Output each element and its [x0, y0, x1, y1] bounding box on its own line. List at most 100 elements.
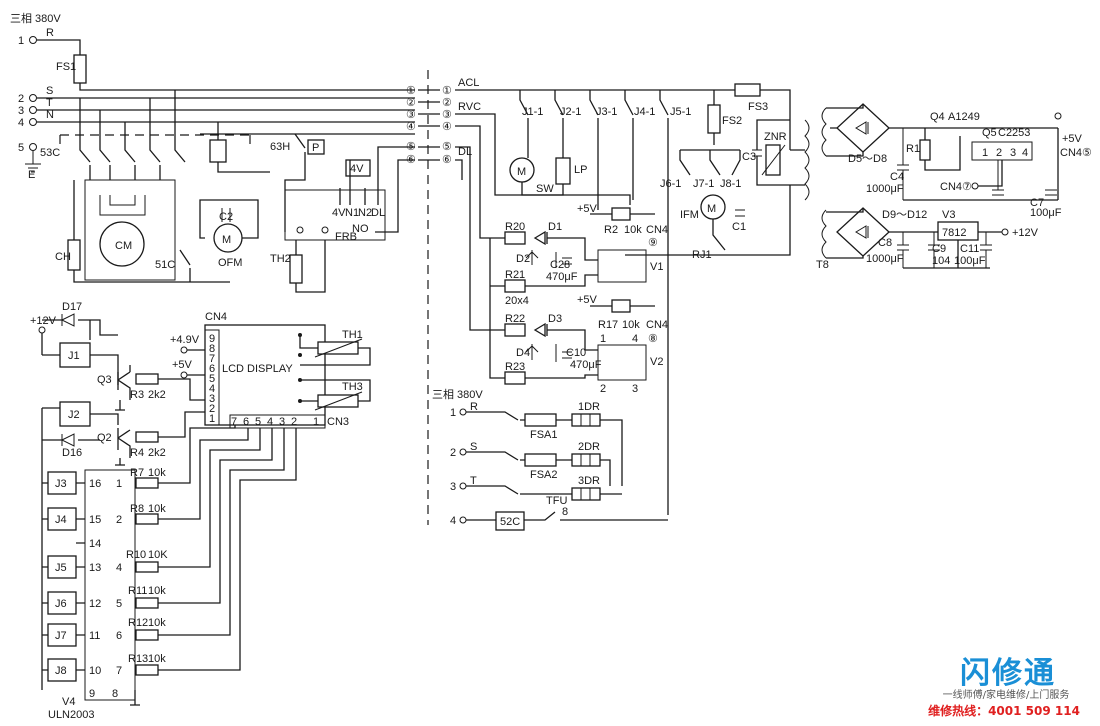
- phase-r-label: R: [46, 27, 54, 39]
- t8-label: T8: [816, 259, 829, 271]
- optocoupler-v1: [597, 249, 647, 283]
- cn4-9-num: ⑨: [648, 237, 658, 249]
- fsa1-label: FSA1: [530, 429, 558, 441]
- r4-label: R4: [130, 447, 144, 459]
- opto-pin-3: 3: [632, 383, 638, 395]
- power-input-section: 三相 380V 1 2 3 4 5 R S T N E FS1 53C: [10, 12, 415, 293]
- h63-p-label: P: [312, 142, 319, 154]
- frb-n2: N2: [358, 207, 372, 219]
- uln-pin-8: 8: [112, 688, 118, 700]
- q2-label: Q2: [97, 432, 112, 444]
- lcd-pin-2: 2: [209, 403, 215, 415]
- c28-value: 470μF: [546, 271, 578, 283]
- c10-label: C10: [566, 347, 586, 359]
- c2-label: C2: [219, 211, 233, 223]
- cn4-7-label: CN4⑦: [940, 181, 972, 193]
- control-board-section: +12V D17 J1 Q3 R3 2k2 J2 D16 Q2 R4 2k2 C…: [30, 301, 371, 721]
- r8-value: 10k: [148, 503, 166, 515]
- p12v-left: +12V: [30, 315, 57, 327]
- r13-value: 10k: [148, 653, 166, 665]
- c8-label: C8: [878, 237, 892, 249]
- phase-t-label: T: [46, 97, 53, 109]
- conn-4: ④: [406, 121, 416, 133]
- fs3-fuse: [734, 83, 761, 97]
- j8-1-label: J8-1: [720, 178, 741, 190]
- conn-1-b: ①: [442, 85, 452, 97]
- j6-label: J6: [55, 598, 67, 610]
- uln-pin-13: 13: [89, 562, 101, 574]
- conn-2: ②: [406, 97, 416, 109]
- neutral-label: N: [46, 109, 54, 121]
- terminal-2: [29, 94, 37, 102]
- b-terminal-4: 4: [450, 515, 456, 527]
- transformer-secondary-bottom: [821, 209, 827, 259]
- fsa1-fuse: [524, 413, 557, 427]
- c11-value: 100μF: [954, 255, 986, 267]
- terminal-2-num: 2: [18, 93, 24, 105]
- ofm-label: OFM: [218, 257, 242, 269]
- terminal-4: [29, 118, 37, 126]
- watermark-tagline: 一线师傅/家电维修/上门服务: [942, 690, 1070, 701]
- b-phase-r: R: [470, 401, 478, 413]
- dr3-label: 3DR: [578, 475, 600, 487]
- j7-label: J7: [55, 630, 67, 642]
- frb-no: NO: [352, 223, 369, 235]
- p5v-a: +5V: [577, 203, 598, 215]
- r2-label: R2: [604, 224, 618, 236]
- conn-6-b: ⑥: [442, 154, 452, 166]
- power-supply-section: T8 D5～D8 Q4 A1249 Q5 C2253 1 2 3 4 R1 +5…: [816, 103, 1092, 271]
- uln-pin-7: 7: [116, 665, 122, 677]
- terminal-4-num: 4: [18, 117, 24, 129]
- r22-resistor: [504, 323, 526, 337]
- dl-label: DL: [458, 146, 472, 158]
- r7-label: R7: [130, 467, 144, 479]
- r12-resistor: [135, 629, 159, 641]
- c53-label: 53C: [40, 147, 60, 159]
- terminal-3-num: 3: [18, 105, 24, 117]
- lcd-display-label: LCD DISPLAY: [222, 363, 293, 375]
- fsa2-fuse: [524, 453, 557, 467]
- h63-p-box: [307, 139, 325, 155]
- q5-label: Q5: [982, 127, 997, 139]
- tfu-label: TFU: [546, 495, 567, 507]
- c7-value: 100μF: [1030, 207, 1062, 219]
- frb-n1: N1: [345, 207, 359, 219]
- r23-label: R23: [505, 361, 525, 373]
- v4-label: 4V: [350, 163, 364, 175]
- watermark-hotline: 维修热线：4001 509 114: [928, 704, 1080, 718]
- uln-pin-12: 12: [89, 598, 101, 610]
- cm-label: CM: [115, 240, 132, 252]
- uln-pin-1: 1: [116, 478, 122, 490]
- c9-value: 104: [932, 255, 950, 267]
- r8-label: R8: [130, 503, 144, 515]
- c52-box: [495, 511, 525, 531]
- p5v-out: +5V: [1062, 133, 1083, 145]
- conn-5: ⑤: [406, 141, 416, 153]
- r11-resistor: [135, 597, 159, 609]
- d5-d8-label: D5～D8: [848, 153, 887, 165]
- r4-resistor: [135, 431, 159, 443]
- fs2-label: FS2: [722, 115, 742, 127]
- j3-label: J3: [55, 478, 67, 490]
- relay-contacts-section: FS3 J1-1 J2-1 J3-1 J4-1 J5-1 M SW LP FS2…: [455, 83, 810, 515]
- opto-pin-2: 2: [600, 383, 606, 395]
- q5-pin-2: 2: [996, 147, 1002, 159]
- r11-value: 10k: [148, 585, 166, 597]
- c4-value: 1000μF: [866, 183, 904, 195]
- transformer-secondary-top: [821, 107, 827, 157]
- r7-value: 10k: [148, 467, 166, 479]
- r22-label: R22: [505, 313, 525, 325]
- lcd-display-box: [204, 324, 326, 426]
- j8-label: J8: [55, 665, 67, 677]
- terminal-block-1-6: ① ② ③ ④ ⑤ ⑥ ① ② ③ ④ ⑤ ⑥ ACL RVC DL: [406, 77, 481, 166]
- tfu-8: 8: [562, 506, 568, 518]
- cm-motor-icon: [99, 221, 145, 267]
- earth-icon: [25, 150, 41, 173]
- r2-resistor: [611, 207, 631, 221]
- lcd-bpin-6: 6: [243, 416, 249, 428]
- lcd-pin-1: 1: [209, 413, 215, 425]
- transformer-primary: [804, 119, 810, 201]
- terminal-5-num: 5: [18, 142, 24, 154]
- q5-pin-1: 1: [982, 147, 988, 159]
- th2-thermistor: [289, 254, 303, 284]
